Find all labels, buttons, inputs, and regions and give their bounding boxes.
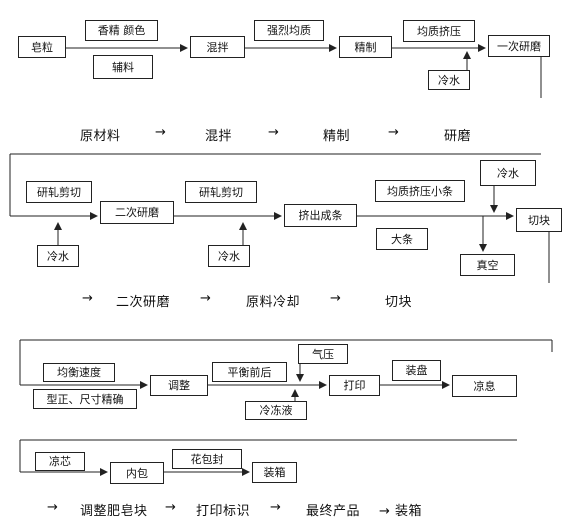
box-homog-extrude-strip: 均质挤压小条 xyxy=(375,180,465,202)
box-adjust: 调整 xyxy=(150,375,208,396)
box-soap-pellets: 皂粒 xyxy=(18,36,66,58)
box-boxing: 装箱 xyxy=(252,462,297,483)
box-mill-cut-a: 研轧剪切 xyxy=(26,181,92,203)
caption3-item: → xyxy=(270,500,282,515)
caption3-item: 最终产品 xyxy=(306,504,361,519)
box-cool-core: 凉芯 xyxy=(35,452,85,471)
caption1-item: 精制 xyxy=(323,129,351,144)
box-print: 打印 xyxy=(329,375,380,396)
caption1-item: → xyxy=(268,125,280,140)
box-tray: 装盘 xyxy=(392,360,441,381)
box-homog-extrude: 均质挤压 xyxy=(403,20,475,42)
box-flavor-color: 香精 颜色 xyxy=(85,20,158,41)
box-auxiliary: 辅料 xyxy=(93,55,153,79)
box-strong-homogenize: 强烈均质 xyxy=(254,20,324,41)
box-mill-cut-b: 研轧剪切 xyxy=(185,181,257,203)
box-uniform-speed: 均衡速度 xyxy=(43,363,115,382)
caption1-item: 研磨 xyxy=(444,129,472,144)
box-inner-pack: 内包 xyxy=(110,462,164,484)
caption2-item: 切块 xyxy=(385,295,413,310)
caption1-item: 混拌 xyxy=(205,129,233,144)
box-coolant: 冷冻液 xyxy=(245,401,307,420)
box-first-mill: 一次研磨 xyxy=(488,35,550,57)
box-large-strip: 大条 xyxy=(376,228,428,250)
box-refining: 精制 xyxy=(339,36,392,58)
box-second-mill: 二次研磨 xyxy=(100,201,174,224)
caption3-item: → 装箱 xyxy=(379,504,423,519)
box-cool-dry: 凉息 xyxy=(452,375,517,397)
box-air-pressure: 气压 xyxy=(298,344,348,364)
box-balance-front-back: 平衡前后 xyxy=(212,362,287,382)
box-cold-water-a: 冷水 xyxy=(37,245,79,267)
box-extrude-strip: 挤出成条 xyxy=(284,204,357,227)
box-mixing: 混拌 xyxy=(190,36,245,58)
caption3-item: → xyxy=(47,500,59,515)
caption2-item: 原料冷却 xyxy=(246,295,301,310)
box-cold-water-b: 冷水 xyxy=(208,245,250,267)
caption2-item: 二次研磨 xyxy=(116,295,171,310)
box-cold-water-top: 冷水 xyxy=(480,160,536,186)
caption1-item: 原材料 xyxy=(80,129,121,144)
box-cutting: 切块 xyxy=(516,208,562,232)
caption2-item: → xyxy=(82,291,94,306)
caption2-item: → xyxy=(200,291,212,306)
box-flower-seal: 花包封 xyxy=(172,449,242,469)
box-cold-water-1: 冷水 xyxy=(428,70,470,90)
caption1-item: → xyxy=(155,125,167,140)
box-shape-precise: 型正、尺寸精确 xyxy=(33,389,137,409)
caption2-item: → xyxy=(330,291,342,306)
caption3-item: 调整肥皂块 xyxy=(80,504,148,519)
box-vacuum: 真空 xyxy=(460,254,515,276)
caption1-item: → xyxy=(388,125,400,140)
caption3-item: 打印标识 xyxy=(196,504,251,519)
caption3-item: → xyxy=(165,500,177,515)
